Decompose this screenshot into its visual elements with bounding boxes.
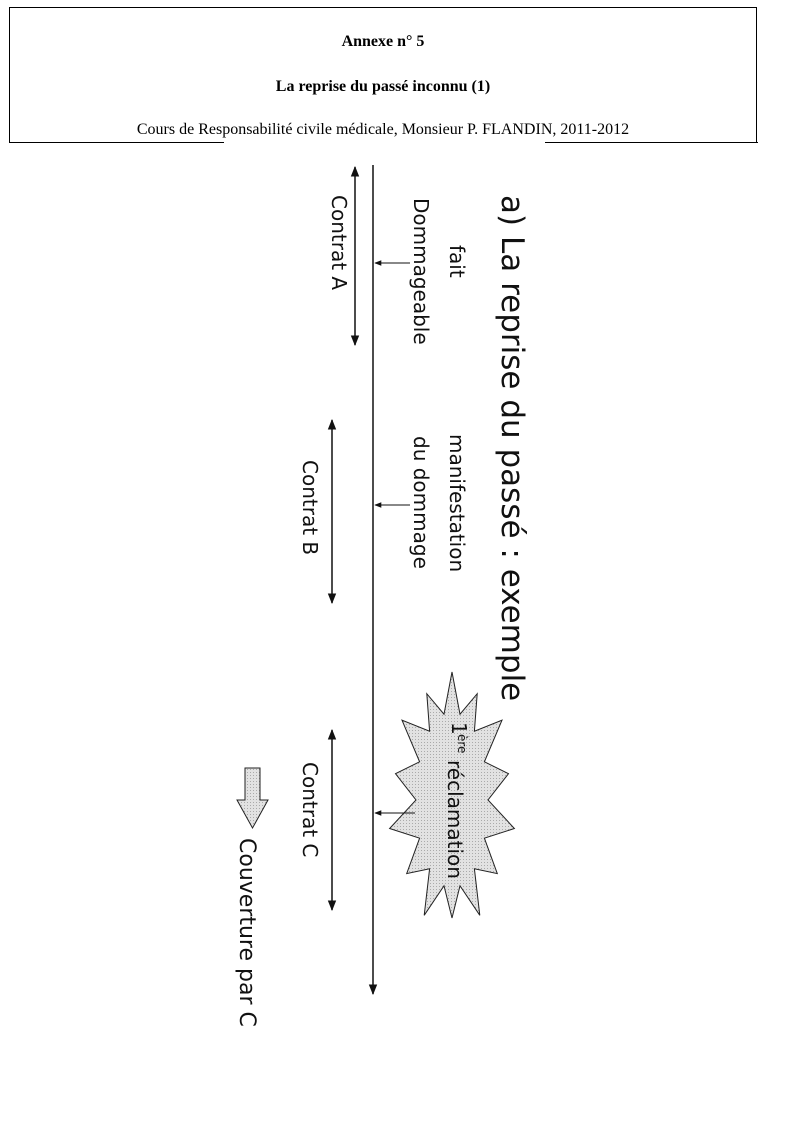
annex-number: Annexe n° 5 xyxy=(341,33,425,50)
event-manifestation-label: manifestation xyxy=(445,434,469,572)
first-claim-label: réclamation xyxy=(443,760,467,879)
course-reference: Cours de Responsabilité civile médicale,… xyxy=(136,121,630,138)
event-dommageable-label: Dommageable xyxy=(409,198,433,345)
contract-a-label: Contrat A xyxy=(327,195,351,290)
contract-c-label: Contrat C xyxy=(298,762,322,857)
starburst-shape xyxy=(388,671,516,919)
first-claim-number: 1 xyxy=(447,722,471,735)
event-du-dommage-label: du dommage xyxy=(409,436,433,569)
header-border-left xyxy=(9,142,224,143)
coverage-label: Couverture par C xyxy=(234,838,259,1027)
header-box xyxy=(9,7,757,142)
event-fait-label: fait xyxy=(445,245,469,278)
first-claim-superscript: ère xyxy=(455,734,469,753)
coverage-down-arrow-icon xyxy=(236,767,269,830)
header-border-right xyxy=(545,142,758,143)
annex-title: La reprise du passé inconnu (1) xyxy=(275,78,491,95)
contract-b-label: Contrat B xyxy=(298,460,322,555)
diagram-title: a) La reprise du passé : exemple xyxy=(494,195,530,701)
